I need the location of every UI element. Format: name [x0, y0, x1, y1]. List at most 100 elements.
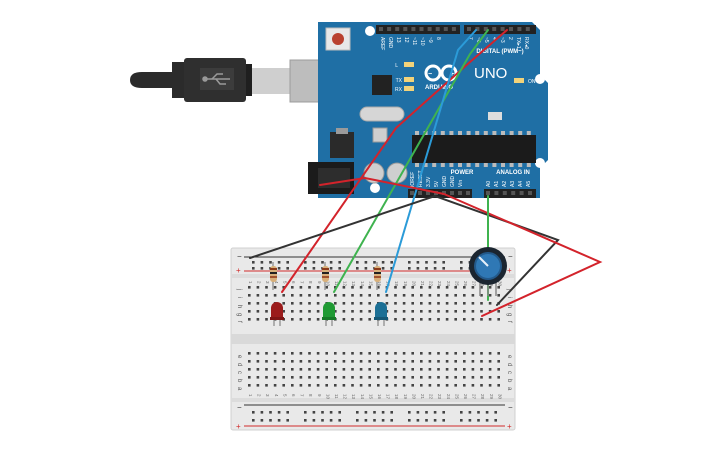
- breadboard-hole[interactable]: [351, 352, 354, 355]
- breadboard-hole[interactable]: [463, 286, 466, 289]
- breadboard-hole[interactable]: [471, 294, 475, 297]
- breadboard-hole[interactable]: [480, 376, 483, 379]
- breadboard-hole[interactable]: [359, 384, 363, 387]
- header-pin[interactable]: [418, 191, 422, 195]
- breadboard-hole[interactable]: [282, 384, 285, 387]
- breadboard-hole[interactable]: [445, 302, 449, 305]
- breadboard-hole[interactable]: [437, 286, 440, 289]
- breadboard-hole[interactable]: [351, 376, 354, 379]
- breadboard-hole[interactable]: [445, 294, 449, 297]
- header-pin[interactable]: [458, 191, 462, 195]
- breadboard-hole[interactable]: [368, 310, 371, 313]
- breadboard-hole[interactable]: [471, 310, 475, 313]
- breadboard-hole[interactable]: [480, 302, 483, 305]
- breadboard-hole[interactable]: [291, 286, 294, 289]
- breadboard-hole[interactable]: [359, 286, 363, 289]
- breadboard-hole[interactable]: [299, 352, 303, 355]
- breadboard-hole[interactable]: [394, 310, 397, 313]
- breadboard-hole[interactable]: [377, 286, 380, 289]
- breadboard-hole[interactable]: [428, 294, 432, 297]
- breadboard-hole[interactable]: [445, 368, 449, 371]
- header-pin[interactable]: [387, 27, 392, 31]
- breadboard-hole[interactable]: [334, 376, 337, 379]
- breadboard-hole[interactable]: [291, 302, 294, 305]
- breadboard-hole[interactable]: [463, 318, 466, 321]
- breadboard-hole[interactable]: [316, 368, 320, 371]
- breadboard-hole[interactable]: [308, 318, 311, 321]
- breadboard-hole[interactable]: [368, 294, 371, 297]
- breadboard-hole[interactable]: [411, 360, 414, 363]
- breadboard-hole[interactable]: [368, 286, 371, 289]
- breadboard-hole[interactable]: [394, 368, 397, 371]
- breadboard-hole[interactable]: [428, 310, 432, 313]
- rail-hole[interactable]: [338, 261, 341, 264]
- breadboard-hole[interactable]: [308, 368, 311, 371]
- rail-hole[interactable]: [260, 419, 264, 422]
- breadboard-hole[interactable]: [463, 294, 466, 297]
- breadboard-hole[interactable]: [359, 352, 363, 355]
- header-pin[interactable]: [451, 27, 456, 31]
- header-pin[interactable]: [426, 191, 430, 195]
- breadboard-hole[interactable]: [342, 286, 346, 289]
- breadboard-hole[interactable]: [402, 384, 406, 387]
- breadboard-hole[interactable]: [437, 294, 440, 297]
- breadboard-hole[interactable]: [334, 352, 337, 355]
- breadboard-hole[interactable]: [299, 368, 303, 371]
- breadboard-hole[interactable]: [325, 294, 328, 297]
- rail-hole[interactable]: [433, 261, 437, 264]
- breadboard-hole[interactable]: [420, 368, 423, 371]
- breadboard-hole[interactable]: [316, 286, 320, 289]
- rail-hole[interactable]: [286, 267, 289, 270]
- breadboard-hole[interactable]: [351, 368, 354, 371]
- breadboard-hole[interactable]: [420, 302, 423, 305]
- breadboard-hole[interactable]: [488, 360, 492, 363]
- breadboard-hole[interactable]: [463, 360, 466, 363]
- rail-hole[interactable]: [477, 419, 480, 422]
- breadboard-hole[interactable]: [437, 352, 440, 355]
- breadboard-hole[interactable]: [248, 294, 251, 297]
- breadboard-hole[interactable]: [471, 318, 475, 321]
- breadboard-hole[interactable]: [368, 352, 371, 355]
- breadboard-hole[interactable]: [377, 294, 380, 297]
- breadboard-hole[interactable]: [334, 368, 337, 371]
- breadboard-hole[interactable]: [273, 286, 277, 289]
- rail-hole[interactable]: [312, 267, 316, 270]
- breadboard-hole[interactable]: [471, 360, 475, 363]
- rail-hole[interactable]: [321, 419, 324, 422]
- rail-hole[interactable]: [356, 261, 359, 264]
- rail-hole[interactable]: [304, 411, 307, 414]
- breadboard-hole[interactable]: [471, 368, 475, 371]
- rail-hole[interactable]: [442, 261, 445, 264]
- breadboard-hole[interactable]: [420, 294, 423, 297]
- breadboard-hole[interactable]: [402, 360, 406, 363]
- breadboard-hole[interactable]: [497, 352, 500, 355]
- breadboard-hole[interactable]: [299, 310, 303, 313]
- breadboard-hole[interactable]: [325, 286, 328, 289]
- breadboard-hole[interactable]: [402, 286, 406, 289]
- breadboard-hole[interactable]: [351, 302, 354, 305]
- breadboard-hole[interactable]: [420, 360, 423, 363]
- breadboard-hole[interactable]: [325, 360, 328, 363]
- breadboard-hole[interactable]: [325, 384, 328, 387]
- breadboard-hole[interactable]: [308, 352, 311, 355]
- breadboard-hole[interactable]: [282, 352, 285, 355]
- breadboard-hole[interactable]: [454, 302, 457, 305]
- breadboard-hole[interactable]: [454, 294, 457, 297]
- breadboard-hole[interactable]: [463, 368, 466, 371]
- breadboard-hole[interactable]: [342, 294, 346, 297]
- rail-hole[interactable]: [416, 267, 420, 270]
- breadboard-hole[interactable]: [454, 352, 457, 355]
- breadboard-hole[interactable]: [308, 376, 311, 379]
- breadboard-hole[interactable]: [488, 368, 492, 371]
- breadboard-hole[interactable]: [342, 384, 346, 387]
- breadboard-hole[interactable]: [411, 302, 414, 305]
- rail-hole[interactable]: [381, 267, 385, 270]
- breadboard-hole[interactable]: [445, 310, 449, 313]
- breadboard-hole[interactable]: [316, 318, 320, 321]
- breadboard-hole[interactable]: [334, 302, 337, 305]
- breadboard-hole[interactable]: [265, 310, 268, 313]
- green-led[interactable]: [322, 302, 336, 326]
- breadboard-hole[interactable]: [325, 352, 328, 355]
- breadboard-hole[interactable]: [463, 352, 466, 355]
